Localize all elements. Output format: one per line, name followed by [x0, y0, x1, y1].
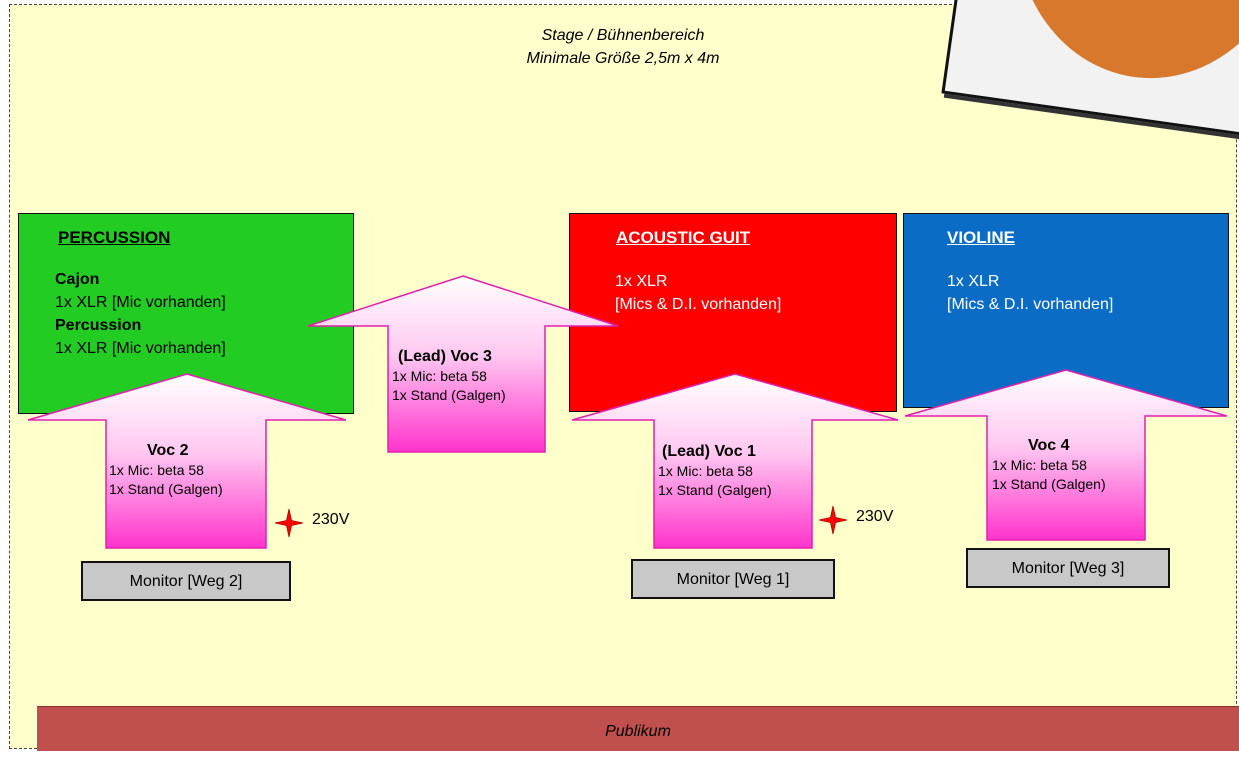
- monitor-weg-2: Monitor [Weg 2]: [81, 561, 291, 601]
- audience-label: Publikum: [605, 723, 671, 740]
- power-star-icon: [274, 508, 304, 538]
- power-outlet-1: 230V: [274, 508, 374, 538]
- stage-title-line2: Minimale Größe 2,5m x 4m: [526, 50, 720, 67]
- acoustic-guitar-line: [Mics & D.I. vorhanden]: [615, 296, 782, 313]
- voc3-title: (Lead) Voc 3: [398, 348, 492, 365]
- voc3-mic: 1x Mic: beta 58: [392, 368, 487, 384]
- acoustic-guitar-heading: ACOUSTIC GUIT: [616, 228, 751, 247]
- voc2-arrow-shape: [27, 373, 347, 549]
- voc4-title: Voc 4: [1028, 437, 1070, 454]
- voc4-arrow-shape: [904, 369, 1228, 541]
- voc3-stand: 1x Stand (Galgen): [392, 387, 506, 403]
- voc1-title: (Lead) Voc 1: [662, 443, 756, 460]
- voc1-mic: 1x Mic: beta 58: [658, 463, 753, 479]
- violine-line: 1x XLR: [947, 273, 1000, 290]
- stage-title: Stage / Bühnenbereich Minimale Größe 2,5…: [10, 24, 1236, 70]
- voc2-mic: 1x Mic: beta 58: [109, 462, 204, 478]
- violine-line: [Mics & D.I. vorhanden]: [947, 296, 1114, 313]
- power-label: 230V: [856, 508, 894, 525]
- voc2-stand: 1x Stand (Galgen): [109, 481, 223, 497]
- audience-area: Publikum: [37, 706, 1239, 751]
- percussion-line: 1x XLR [Mic vorhanden]: [55, 340, 226, 357]
- voc4-mic: 1x Mic: beta 58: [992, 457, 1087, 473]
- power-outlet-2: 230V: [818, 505, 918, 535]
- voc1-label: (Lead) Voc 1 1x Mic: beta 58 1x Stand (G…: [658, 441, 772, 500]
- voc3-arrow-shape: [307, 275, 619, 453]
- voc2-title: Voc 2: [147, 442, 189, 459]
- voc3-label: (Lead) Voc 3 1x Mic: beta 58 1x Stand (G…: [392, 346, 506, 405]
- percussion-line: 1x XLR [Mic vorhanden]: [55, 294, 226, 311]
- stage-title-line1: Stage / Bühnenbereich: [541, 27, 705, 44]
- violine-heading: VIOLINE: [947, 228, 1016, 247]
- voc1-stand: 1x Stand (Galgen): [658, 482, 772, 498]
- power-label: 230V: [312, 511, 350, 528]
- voc4-label: Voc 4 1x Mic: beta 58 1x Stand (Galgen): [992, 435, 1106, 494]
- percussion-line: Cajon: [55, 271, 100, 288]
- voc2-label: Voc 2 1x Mic: beta 58 1x Stand (Galgen): [109, 440, 223, 499]
- monitor-weg-1: Monitor [Weg 1]: [631, 559, 835, 599]
- voc4-stand: 1x Stand (Galgen): [992, 476, 1106, 492]
- percussion-heading: PERCUSSION: [58, 228, 171, 247]
- power-star-icon: [818, 505, 848, 535]
- logo-disc: [994, 0, 1239, 97]
- acoustic-guitar-line: 1x XLR: [615, 273, 668, 290]
- percussion-line: Percussion: [55, 317, 142, 334]
- voc1-arrow-shape: [571, 373, 899, 549]
- monitor-weg-3: Monitor [Weg 3]: [966, 548, 1170, 588]
